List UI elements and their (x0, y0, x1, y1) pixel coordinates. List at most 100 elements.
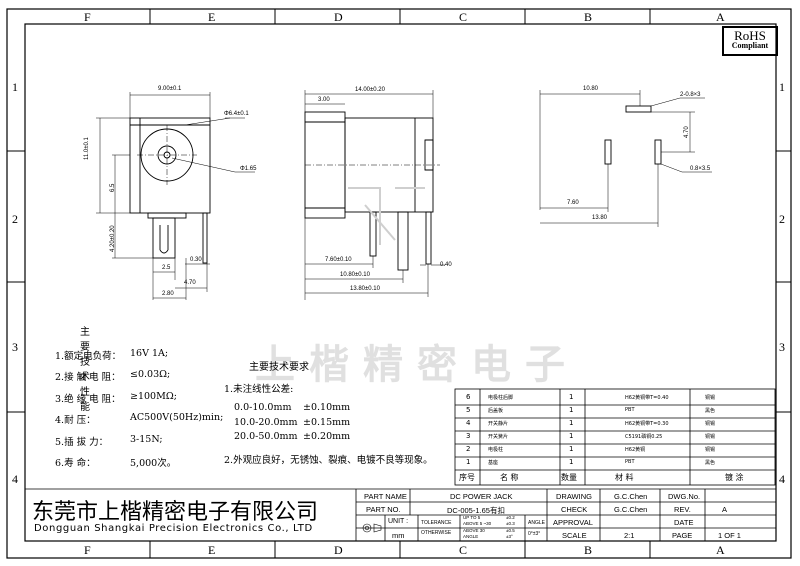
zone-row-2: 2 (12, 212, 18, 226)
zone-row-1: 1 (12, 80, 18, 94)
spec-value: AC500V(50Hz)min; (130, 412, 224, 423)
dim-side-c: 13.80±0.10 (350, 286, 380, 292)
company-name-en: Dongguan Shangkai Precision Electronics … (34, 523, 313, 534)
spec-value: ≤0.03Ω; (130, 369, 171, 380)
bom-name: 后盖板 (488, 408, 504, 414)
watermark-text: 上楷精密电子 (255, 342, 579, 388)
bom-finish: 铜锡 (705, 447, 716, 453)
tolerance-label: TOLERANCE (421, 520, 452, 526)
dim-pcb-f: 13.80 (592, 215, 608, 221)
zone-col-f-bottom: F (84, 543, 91, 557)
bom-header-name: 名 称 (500, 473, 519, 482)
dim-pcb-d: 0.8×3.5 (690, 166, 711, 172)
rohs-label: RoHS (734, 28, 766, 43)
zone-row-1-right: 1 (779, 80, 785, 94)
date-label: DATE (674, 518, 694, 527)
zone-col-a: A (716, 10, 725, 24)
angle-label: ANGLE (528, 520, 545, 526)
zone-col-f: F (84, 10, 91, 24)
bom-name: 开关静片 (488, 421, 509, 427)
tol-range: ABOVE 5 ~30 (463, 521, 492, 526)
zone-col-e: E (208, 10, 216, 24)
tol-value: ±0.3 (506, 521, 515, 526)
spec-value: 16V 1A; (130, 348, 169, 359)
rev-label: REV. (674, 505, 691, 514)
zone-col-b: B (584, 10, 593, 24)
tol-value: ±3° (506, 534, 513, 539)
bom-qty: 1 (569, 406, 574, 414)
dim-side-a: 7.60±0.10 (325, 257, 352, 263)
rohs-badge: RoHS Compliant (722, 26, 778, 56)
dim-front-pin-a: 2.5 (162, 265, 171, 271)
dim-side-front: 3.00 (318, 97, 330, 103)
bom-qty: 1 (569, 393, 574, 401)
unit-label: UNIT : (388, 518, 409, 525)
zone-col-b-bottom: B (584, 543, 593, 557)
check-label: CHECK (561, 505, 588, 514)
dim-pcb-e: 7.60 (567, 200, 579, 206)
dim-pcb-c: 4.70 (684, 126, 690, 138)
bom-finish: 黑色 (705, 460, 716, 466)
zone-col-a-bottom: A (716, 543, 725, 557)
zone-row-4-right: 4 (779, 472, 785, 486)
page-label: PAGE (672, 531, 693, 540)
spec-value: 5,000次。 (130, 458, 177, 469)
approval-label: APPROVAL (553, 518, 593, 527)
zone-col-c: C (459, 10, 468, 24)
drawing-value: G.C.Chen (614, 492, 648, 501)
spec-label: 3.绝 缘 电 阻： (55, 394, 121, 405)
spec-label: 5.插 拔 力： (55, 437, 109, 448)
dim-front-pin-height: 4.20±0.20 (110, 225, 116, 252)
bom-no: 4 (466, 419, 471, 427)
spec-label: 4.耐 压： (55, 415, 96, 426)
bom-finish: 铜锡 (705, 395, 716, 401)
tolerance-range: 10.0-20.0mm (234, 417, 298, 428)
dim-side-length: 14.00±0.20 (355, 87, 385, 93)
zone-col-d-bottom: D (334, 543, 343, 557)
bom-name: 开关簧片 (488, 434, 509, 440)
part-name-value: DC POWER JACK (450, 492, 513, 501)
bom-header-no: 序号 (459, 473, 475, 482)
bom-material: PBT (625, 407, 635, 413)
dim-front-pin-b: 0.30 (190, 257, 202, 263)
tol-range: ABOVE 30 (463, 528, 485, 533)
bom-name: 电极柱后脚 (488, 395, 514, 401)
bom-qty: 1 (569, 445, 574, 453)
bom-qty: 1 (569, 419, 574, 427)
zone-col-e-bottom: E (208, 543, 216, 557)
dim-side-b: 10.80±0.10 (340, 272, 370, 278)
dwg-no-label: DWG.No. (668, 492, 701, 501)
bom-no: 1 (466, 458, 471, 466)
bom-header-material: 材 料 (615, 473, 634, 482)
angle-value: 0°±3° (528, 531, 541, 537)
spec-label: 6.寿 命： (55, 458, 96, 469)
dim-side-d: 0.40 (440, 262, 452, 268)
bom-header-qty: 数量 (561, 473, 577, 482)
bom-no: 2 (466, 445, 471, 453)
otherwise-label: OTHERWISE (421, 530, 452, 536)
bom-finish: 铜锡 (705, 434, 716, 440)
tol-value: ±0.5 (506, 528, 515, 533)
part-no-value: DC-005-1.65有扣 (447, 506, 505, 515)
tol-range: UP TO 5 (463, 515, 481, 520)
bom-table: 6 电极柱后脚 1 H62黄铜带T=0.40 铜锡 5 后盖板 1 PBT 黑色… (455, 389, 775, 485)
requirements-line2: 2.外观应良好，无锈蚀、裂痕、电镀不良等现象。 (224, 455, 433, 466)
scale-label: SCALE (562, 531, 587, 540)
tolerance-range: 20.0-50.0mm (234, 431, 298, 442)
dim-front-pin-c: 4.70 (184, 280, 196, 286)
dim-front-height: 11.0±0.1 (84, 137, 90, 160)
rohs-compliant-label: Compliant (731, 41, 769, 50)
spec-value: ≥100MΩ; (130, 391, 177, 402)
zone-row-3: 3 (12, 340, 18, 354)
dim-front-pin-dia: Φ1.65 (240, 166, 257, 172)
bom-material: H62黄铜带T=0.30 (625, 421, 669, 427)
dim-pcb-a: 10.80 (583, 86, 599, 92)
requirements-line1: 1.未注线性公差: (224, 384, 294, 395)
zone-col-d: D (334, 10, 343, 24)
tolerance-value: ±0.15mm (303, 417, 351, 428)
bom-material: C5191磷铜0.25 (625, 434, 663, 440)
bom-qty: 1 (569, 458, 574, 466)
requirements-title: 主要技术要求 (249, 362, 309, 373)
zone-row-3-right: 3 (779, 340, 785, 354)
dim-front-hole: Φ6.4±0.1 (224, 111, 249, 117)
